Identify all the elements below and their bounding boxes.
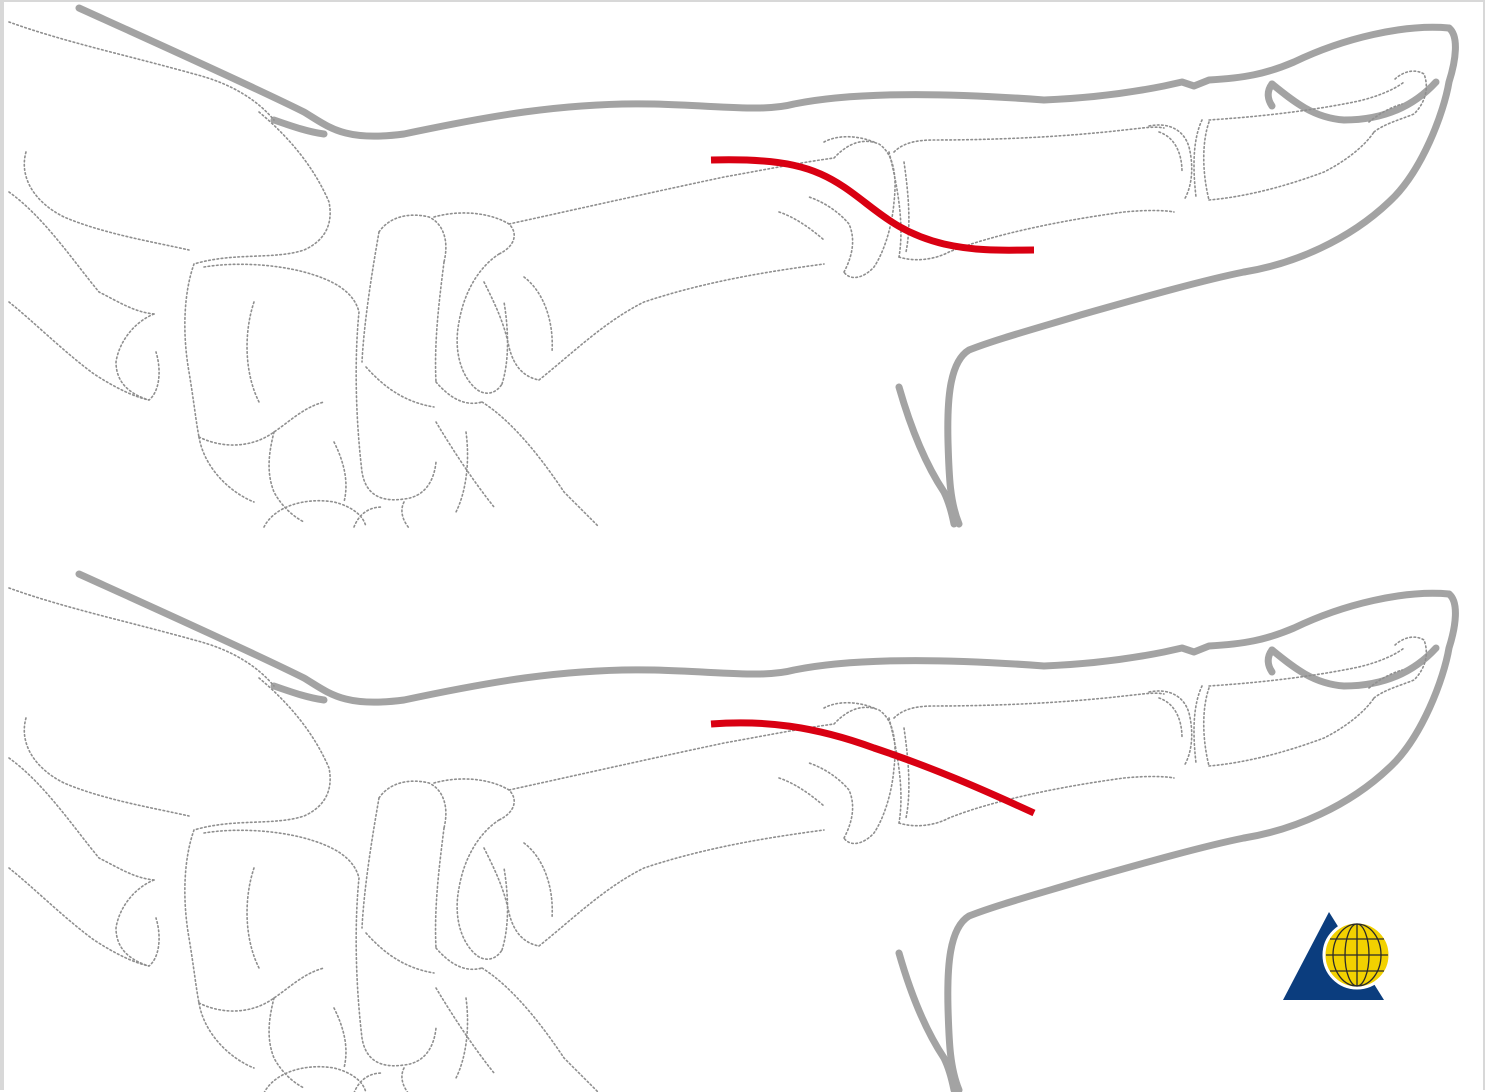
- ao-triangle-globe-logo: [1283, 912, 1390, 1000]
- curved-incision-line: [711, 160, 1034, 250]
- thumb-outline-top: [9, 8, 1455, 528]
- top-panel: [9, 8, 1455, 528]
- figure-canvas: [4, 2, 1485, 1092]
- bottom-panel: [9, 574, 1455, 1092]
- thumb-outline-bottom: [9, 574, 1455, 1092]
